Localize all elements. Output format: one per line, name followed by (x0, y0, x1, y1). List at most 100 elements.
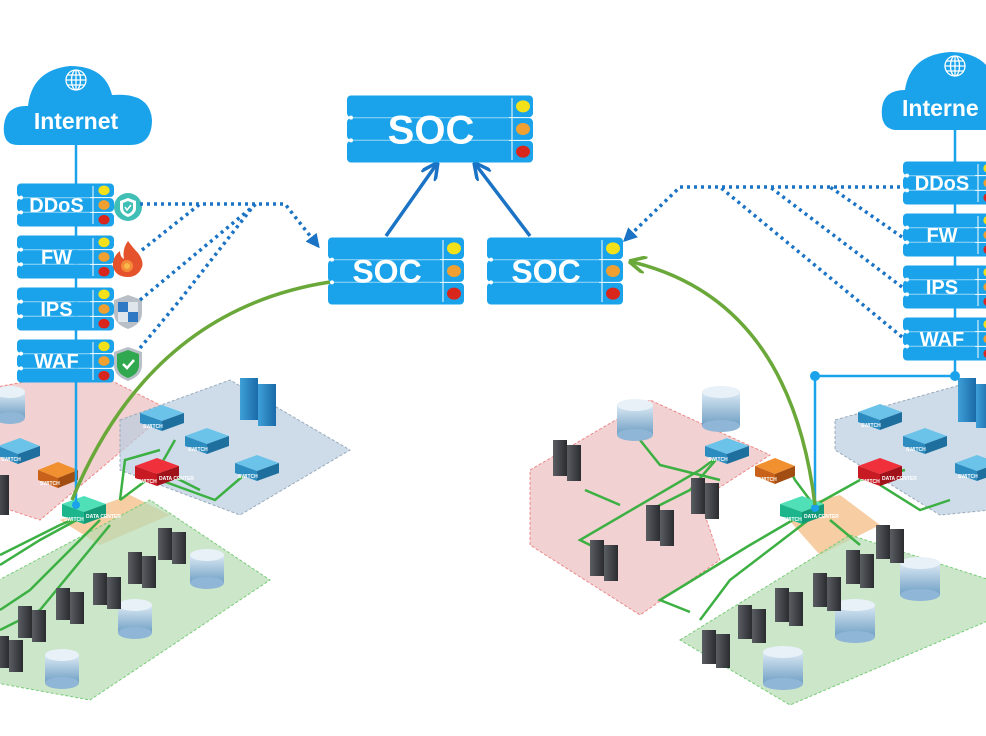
status-led-yellow (98, 289, 110, 300)
server-label: DDoS (915, 173, 969, 195)
security-appliance-ips[interactable]: IPS (17, 287, 114, 331)
server-label: DDoS (29, 195, 83, 217)
server-rack-icon (846, 550, 874, 588)
switch-label: SWITCH (782, 517, 802, 523)
port-dot (905, 277, 909, 282)
status-led-orange (98, 252, 110, 262)
status-led-orange (98, 356, 110, 366)
soc-right-server[interactable]: SOC (487, 237, 623, 305)
server-tier (17, 302, 114, 316)
switch-icon: SWITCH (140, 405, 184, 431)
security-appliance-ddos[interactable]: DDoS (17, 183, 114, 227)
security-appliance-fw[interactable]: FW (903, 213, 986, 257)
datacenter-switch-icon: SWITCH DATA CENTER (858, 458, 917, 486)
soc-top-server[interactable]: SOC (347, 95, 533, 163)
database-icon (617, 399, 653, 441)
escalation-arrow-left (384, 165, 436, 238)
switch-icon: SWITCH (858, 404, 902, 430)
server-label: WAF (34, 351, 78, 373)
status-led-yellow (606, 242, 620, 255)
port-dot (19, 262, 23, 267)
server-rack-icon (553, 440, 581, 481)
port-dot (330, 280, 334, 285)
server-tier (17, 235, 114, 250)
server-rack-icon (646, 505, 674, 546)
server-tier (328, 260, 464, 282)
port-dot (905, 240, 909, 245)
server-tier (17, 198, 114, 212)
status-led-red (98, 266, 110, 277)
switch-label: SWITCH (1, 457, 21, 463)
server-tier (903, 242, 986, 257)
server-tier (17, 339, 114, 354)
status-led-yellow (983, 268, 986, 277)
status-led-red (983, 349, 986, 358)
security-appliance-waf[interactable]: WAF (903, 317, 986, 361)
status-led-yellow (447, 242, 461, 255)
internet-cloud[interactable]: Internet (3, 66, 153, 145)
database-icon (763, 646, 803, 690)
security-appliance-ips[interactable]: IPS (903, 265, 986, 309)
security-stack: DDoS FW IPS WAF (17, 183, 143, 383)
status-led-orange (98, 200, 110, 210)
server-tier (903, 265, 986, 280)
server-tier (903, 190, 986, 205)
shield-quadrant-icon (114, 295, 142, 329)
port-dot (905, 329, 909, 334)
status-led-red (983, 193, 986, 202)
status-led-red (606, 287, 620, 300)
port-dot (19, 247, 23, 252)
port-dot (905, 188, 909, 193)
datacenter-switch-icon: SWITCH DATA CENTER (62, 496, 121, 524)
flame-icon (112, 241, 143, 277)
security-appliance-waf[interactable]: WAF (17, 339, 114, 383)
server-label: FW (926, 225, 957, 247)
escalation-arrow-right (476, 165, 532, 238)
zone-red-platform (0, 369, 171, 521)
port-dot (19, 366, 23, 371)
status-led-yellow (98, 185, 110, 196)
port-dot (905, 173, 909, 178)
status-led-orange (983, 230, 986, 240)
server-rack-icon (128, 552, 156, 588)
port-dot (905, 344, 909, 349)
server-tier (17, 183, 114, 198)
switch-label: SWITCH (708, 457, 728, 463)
security-appliance-ddos[interactable]: DDoS (903, 161, 986, 205)
server-label: FW (41, 247, 72, 269)
server-tier (17, 287, 114, 302)
status-led-red (98, 370, 110, 381)
cloud-label: Internet (34, 108, 119, 134)
server-tier (17, 368, 114, 383)
server-tier (328, 237, 464, 260)
switch-icon: SWITCH (185, 428, 229, 454)
uplink-endpoint (72, 501, 80, 509)
server-rack-icon (691, 478, 719, 519)
status-led-orange (983, 178, 986, 188)
internet-cloud[interactable]: Interne (881, 52, 986, 130)
switch-label: SWITCH (860, 479, 880, 485)
switch-icon: SWITCH (955, 455, 986, 481)
server-label: SOC (388, 108, 475, 152)
server-rack-icon (590, 540, 618, 581)
mirror-link-right (632, 262, 817, 506)
switch-label: SWITCH (188, 447, 208, 453)
status-led-red (98, 318, 110, 329)
database-icon (190, 549, 224, 589)
server-tier (903, 213, 986, 228)
database-icon (702, 386, 740, 432)
switch-label: SWITCH (40, 481, 60, 487)
server-tier (903, 176, 986, 190)
soc-left-server[interactable]: SOC (328, 237, 464, 305)
switch-sublabel: DATA CENTER (86, 514, 121, 520)
port-dot (19, 351, 23, 356)
globe-icon (944, 55, 966, 77)
server-tier (903, 228, 986, 242)
switch-sublabel: DATA CENTER (159, 476, 194, 482)
server-label: SOC (511, 254, 580, 290)
switch-label: SWITCH (64, 517, 84, 523)
security-appliance-fw[interactable]: FW (17, 235, 114, 279)
status-led-red (983, 245, 986, 254)
server-label: IPS (926, 277, 958, 299)
